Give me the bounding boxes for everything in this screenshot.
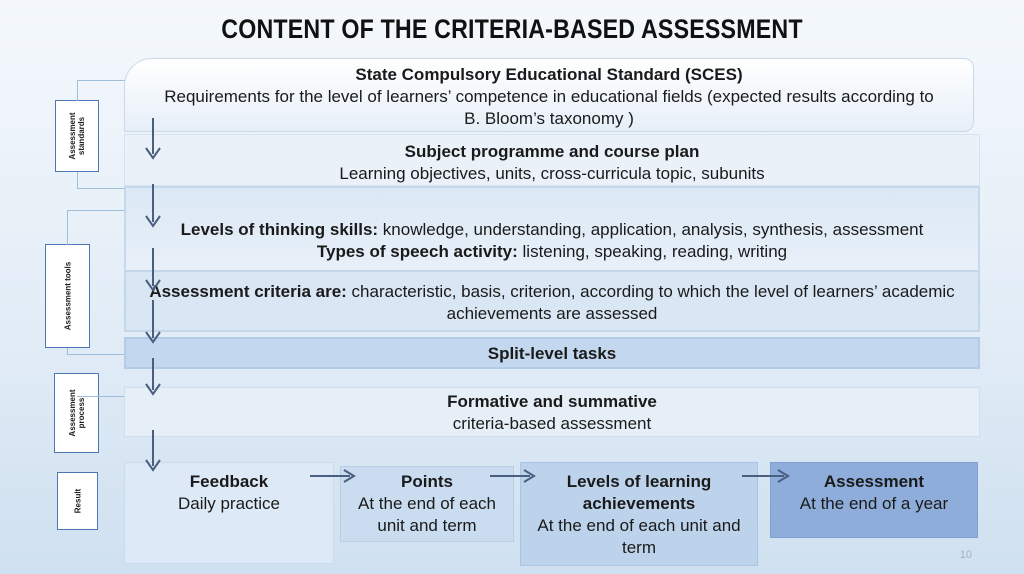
side-label-assessment-standards: Assessment standards [55,100,99,172]
assessment-text: At the end of a year [799,494,949,513]
connector-line [77,172,125,189]
arrow-down-icon [145,300,161,344]
side-label-text: Result [73,488,82,514]
sces-line-2: B. Bloom’s taxonomy ) [464,109,634,128]
page-title: CONTENT OF THE CRITERIA-BASED ASSESSMENT [221,14,803,44]
side-label-text: Assessment process [67,389,86,437]
formative-heading: Formative and summative [447,392,657,411]
formative-box: Formative and summative criteria-based a… [124,387,980,437]
arrow-down-icon [145,248,161,292]
connector-line [67,210,125,245]
levels-box: Levels of thinking skills: knowledge, un… [124,186,980,272]
arrow-right-icon [742,469,790,483]
criteria-line-2: achievements are assessed [446,304,658,323]
arrow-right-icon [310,469,356,483]
criteria-box: Assessment criteria are: characteristic,… [124,270,980,332]
thinking-skills-label: Levels of thinking skills: [180,220,379,239]
arrow-down-icon [145,430,161,472]
learning-achievements-line-1: At the end of each unit and [537,516,741,535]
speech-activity-line: Types of speech activity: listening, spe… [126,241,978,263]
points-box: Points At the end of each unit and term [340,466,514,542]
sces-box: State Compulsory Educational Standard (S… [124,58,974,132]
subject-text: Learning objectives, units, cross-curric… [339,164,765,183]
page-number: 10 [959,549,972,561]
side-label-assessment-tools: Assessment tools [45,244,90,348]
sces-line-1: Requirements for the level of learners’ … [164,87,934,106]
criteria-text: characteristic, basis, criterion, accord… [346,282,955,301]
formative-text: criteria-based assessment [452,414,652,433]
thinking-skills-line: Levels of thinking skills: knowledge, un… [126,219,978,241]
side-label-text: Assessment tools [63,261,72,331]
split-level-box: Split-level tasks [124,337,980,369]
criteria-line-1: Assessment criteria are: characteristic,… [126,281,978,303]
learning-achievements-line-2: term [622,538,656,557]
points-heading: Points [401,472,453,491]
side-label-text: Assessment standards [68,112,86,160]
subject-programme-box: Subject programme and course plan Learni… [124,134,980,186]
side-label-assessment-process: Assessment process [54,373,99,453]
sces-heading: State Compulsory Educational Standard (S… [355,65,743,84]
connector-line [77,396,124,398]
arrow-down-icon [145,118,161,160]
thinking-skills-text: knowledge, understanding, application, a… [378,220,924,239]
assessment-heading: Assessment [823,472,925,491]
feedback-text: Daily practice [177,494,281,513]
learning-achievements-box: Levels of learning achievements At the e… [520,462,758,566]
feedback-box: Feedback Daily practice [124,462,334,564]
criteria-label: Assessment criteria are: [149,282,347,301]
connector-line [67,348,125,355]
learning-achievements-heading-2: achievements [582,494,696,513]
arrow-down-icon [145,358,161,396]
assessment-box: Assessment At the end of a year [770,462,978,538]
speech-activity-label: Types of speech activity: [316,242,518,261]
connector-line [77,80,125,101]
arrow-down-icon [145,184,161,228]
speech-activity-text: listening, speaking, reading, writing [517,242,788,261]
subject-heading: Subject programme and course plan [404,142,700,161]
points-line-1: At the end of each [358,494,496,513]
arrow-right-icon [490,469,536,483]
points-line-2: unit and term [377,516,477,535]
learning-achievements-heading-1: Levels of learning [566,472,712,491]
feedback-heading: Feedback [189,472,269,491]
split-level-label: Split-level tasks [487,344,617,363]
side-label-result: Result [57,472,98,530]
